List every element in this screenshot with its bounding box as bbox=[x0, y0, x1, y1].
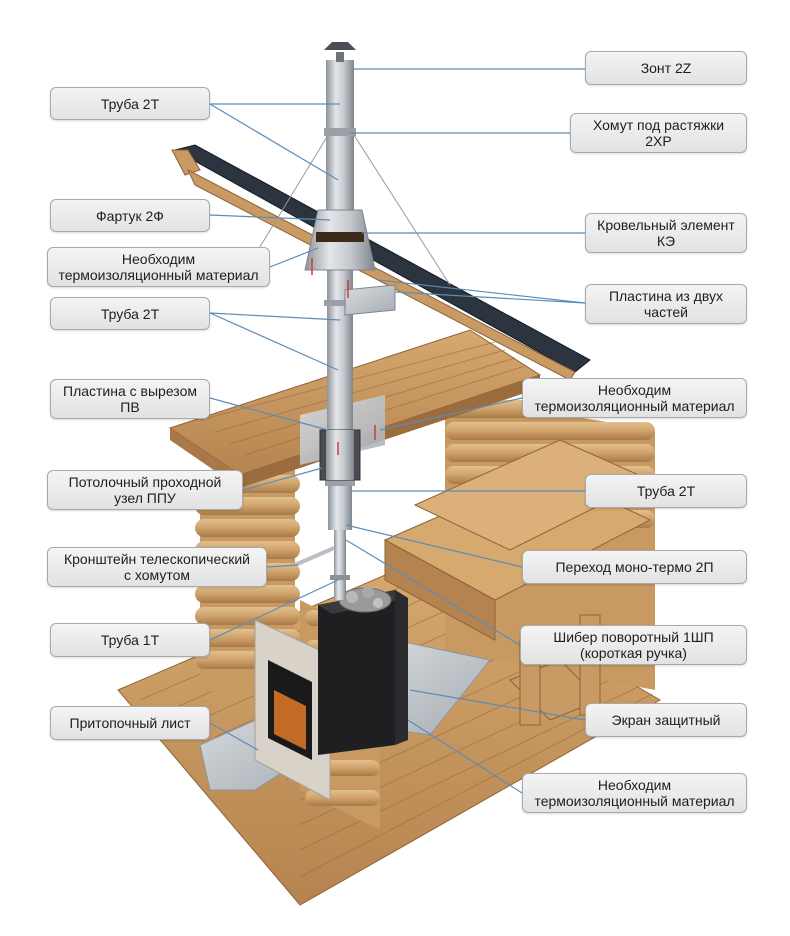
sauna-stove bbox=[318, 586, 408, 755]
label-plastina-dve-chasti: Пластина из двух частей bbox=[585, 284, 747, 324]
bracket bbox=[294, 546, 335, 567]
label-pritopochnyi-list: Притопочный лист bbox=[50, 706, 210, 740]
insulation-markers bbox=[311, 258, 376, 455]
label-truba-2t-middle: Труба 2Т bbox=[50, 297, 210, 330]
guy-wires bbox=[254, 131, 451, 286]
label-perehod-2p: Переход моно-термо 2П bbox=[522, 550, 747, 584]
label-insulation-middle: Необходим термоизоляционный материал bbox=[522, 378, 747, 418]
label-kronshtein: Кронштейн телескопический с хомутом bbox=[47, 547, 267, 587]
label-zont-2z: Зонт 2Z bbox=[585, 51, 747, 85]
label-ppu: Потолочный проходной узел ППУ bbox=[47, 470, 243, 510]
roof bbox=[171, 144, 591, 381]
label-truba-1t: Труба 1Т bbox=[50, 623, 210, 657]
chimney-pipe bbox=[294, 42, 396, 600]
label-truba-2t-top: Труба 2Т bbox=[50, 87, 210, 120]
label-insulation-top: Необходим термоизоляционный материал bbox=[47, 247, 270, 287]
label-ekran-zashchitnyi: Экран защитный bbox=[585, 703, 747, 737]
label-plastina-pv: Пластина с вырезом ПВ bbox=[50, 379, 210, 419]
label-insulation-bottom: Необходим термоизоляционный материал bbox=[522, 773, 747, 813]
label-homut-2xr: Хомут под растяжки 2ХР bbox=[570, 113, 747, 153]
label-truba-2t-right: Труба 2Т bbox=[585, 474, 747, 508]
fire-glow bbox=[274, 690, 306, 750]
label-krovelnyi-ke: Кровельный элемент КЭ bbox=[585, 213, 747, 253]
leader-lines bbox=[209, 68, 586, 794]
pipe-middle bbox=[327, 250, 353, 430]
two-part-plate bbox=[344, 284, 396, 316]
pipe-mono bbox=[334, 530, 346, 600]
cap bbox=[324, 42, 356, 50]
label-fartuk-2f: Фартук 2Ф bbox=[50, 199, 210, 232]
label-shiber-1shp: Шибер поворотный 1ШП (короткая ручка) bbox=[520, 625, 747, 665]
